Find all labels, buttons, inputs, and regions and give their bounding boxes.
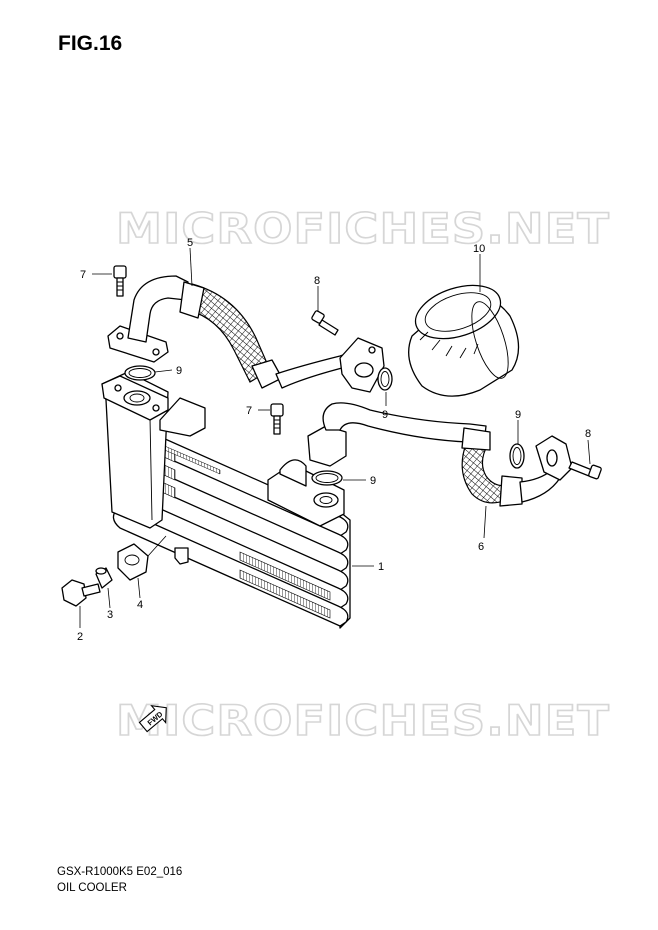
model-code: GSX-R1000K5 E02_016	[57, 866, 183, 878]
callout-3: 3	[107, 609, 113, 621]
callout-5: 5	[187, 237, 193, 249]
collar-3	[95, 567, 113, 589]
diagram-name: OIL COOLER	[57, 882, 127, 894]
callout-9-middle: 9	[370, 475, 376, 487]
callout-2: 2	[77, 631, 83, 643]
bolt-2	[61, 579, 101, 607]
bolt-8-right	[568, 461, 602, 480]
callout-1: 1	[378, 561, 384, 573]
watermark-bottom: MICROFICHES.NET	[116, 696, 610, 745]
callout-9-upper-left: 9	[176, 365, 182, 377]
figure-title: FIG.16	[58, 32, 123, 55]
watermark-top: MICROFICHES.NET	[116, 204, 610, 253]
grommet-4	[117, 543, 149, 581]
oil-cooler-core	[101, 371, 351, 629]
bolt-7-upper	[113, 265, 127, 297]
callout-6: 6	[478, 541, 484, 553]
o-ring-9-right	[509, 443, 525, 469]
oil-hose-upper	[107, 275, 385, 393]
bolt-7-middle	[270, 403, 284, 435]
callout-4: 4	[137, 599, 143, 611]
callout-9-flange: 9	[382, 409, 388, 421]
o-ring-9-flange	[377, 367, 393, 391]
callout-10: 10	[473, 243, 485, 255]
callout-8-right: 8	[585, 428, 591, 440]
callout-9-right: 9	[515, 409, 521, 421]
callout-8-upper: 8	[314, 275, 320, 287]
oil-hose-lower	[307, 402, 573, 507]
callout-7-middle: 7	[246, 405, 252, 417]
bolt-8-upper	[311, 310, 339, 336]
callout-7-upper: 7	[80, 269, 86, 281]
oil-filter	[408, 284, 520, 397]
